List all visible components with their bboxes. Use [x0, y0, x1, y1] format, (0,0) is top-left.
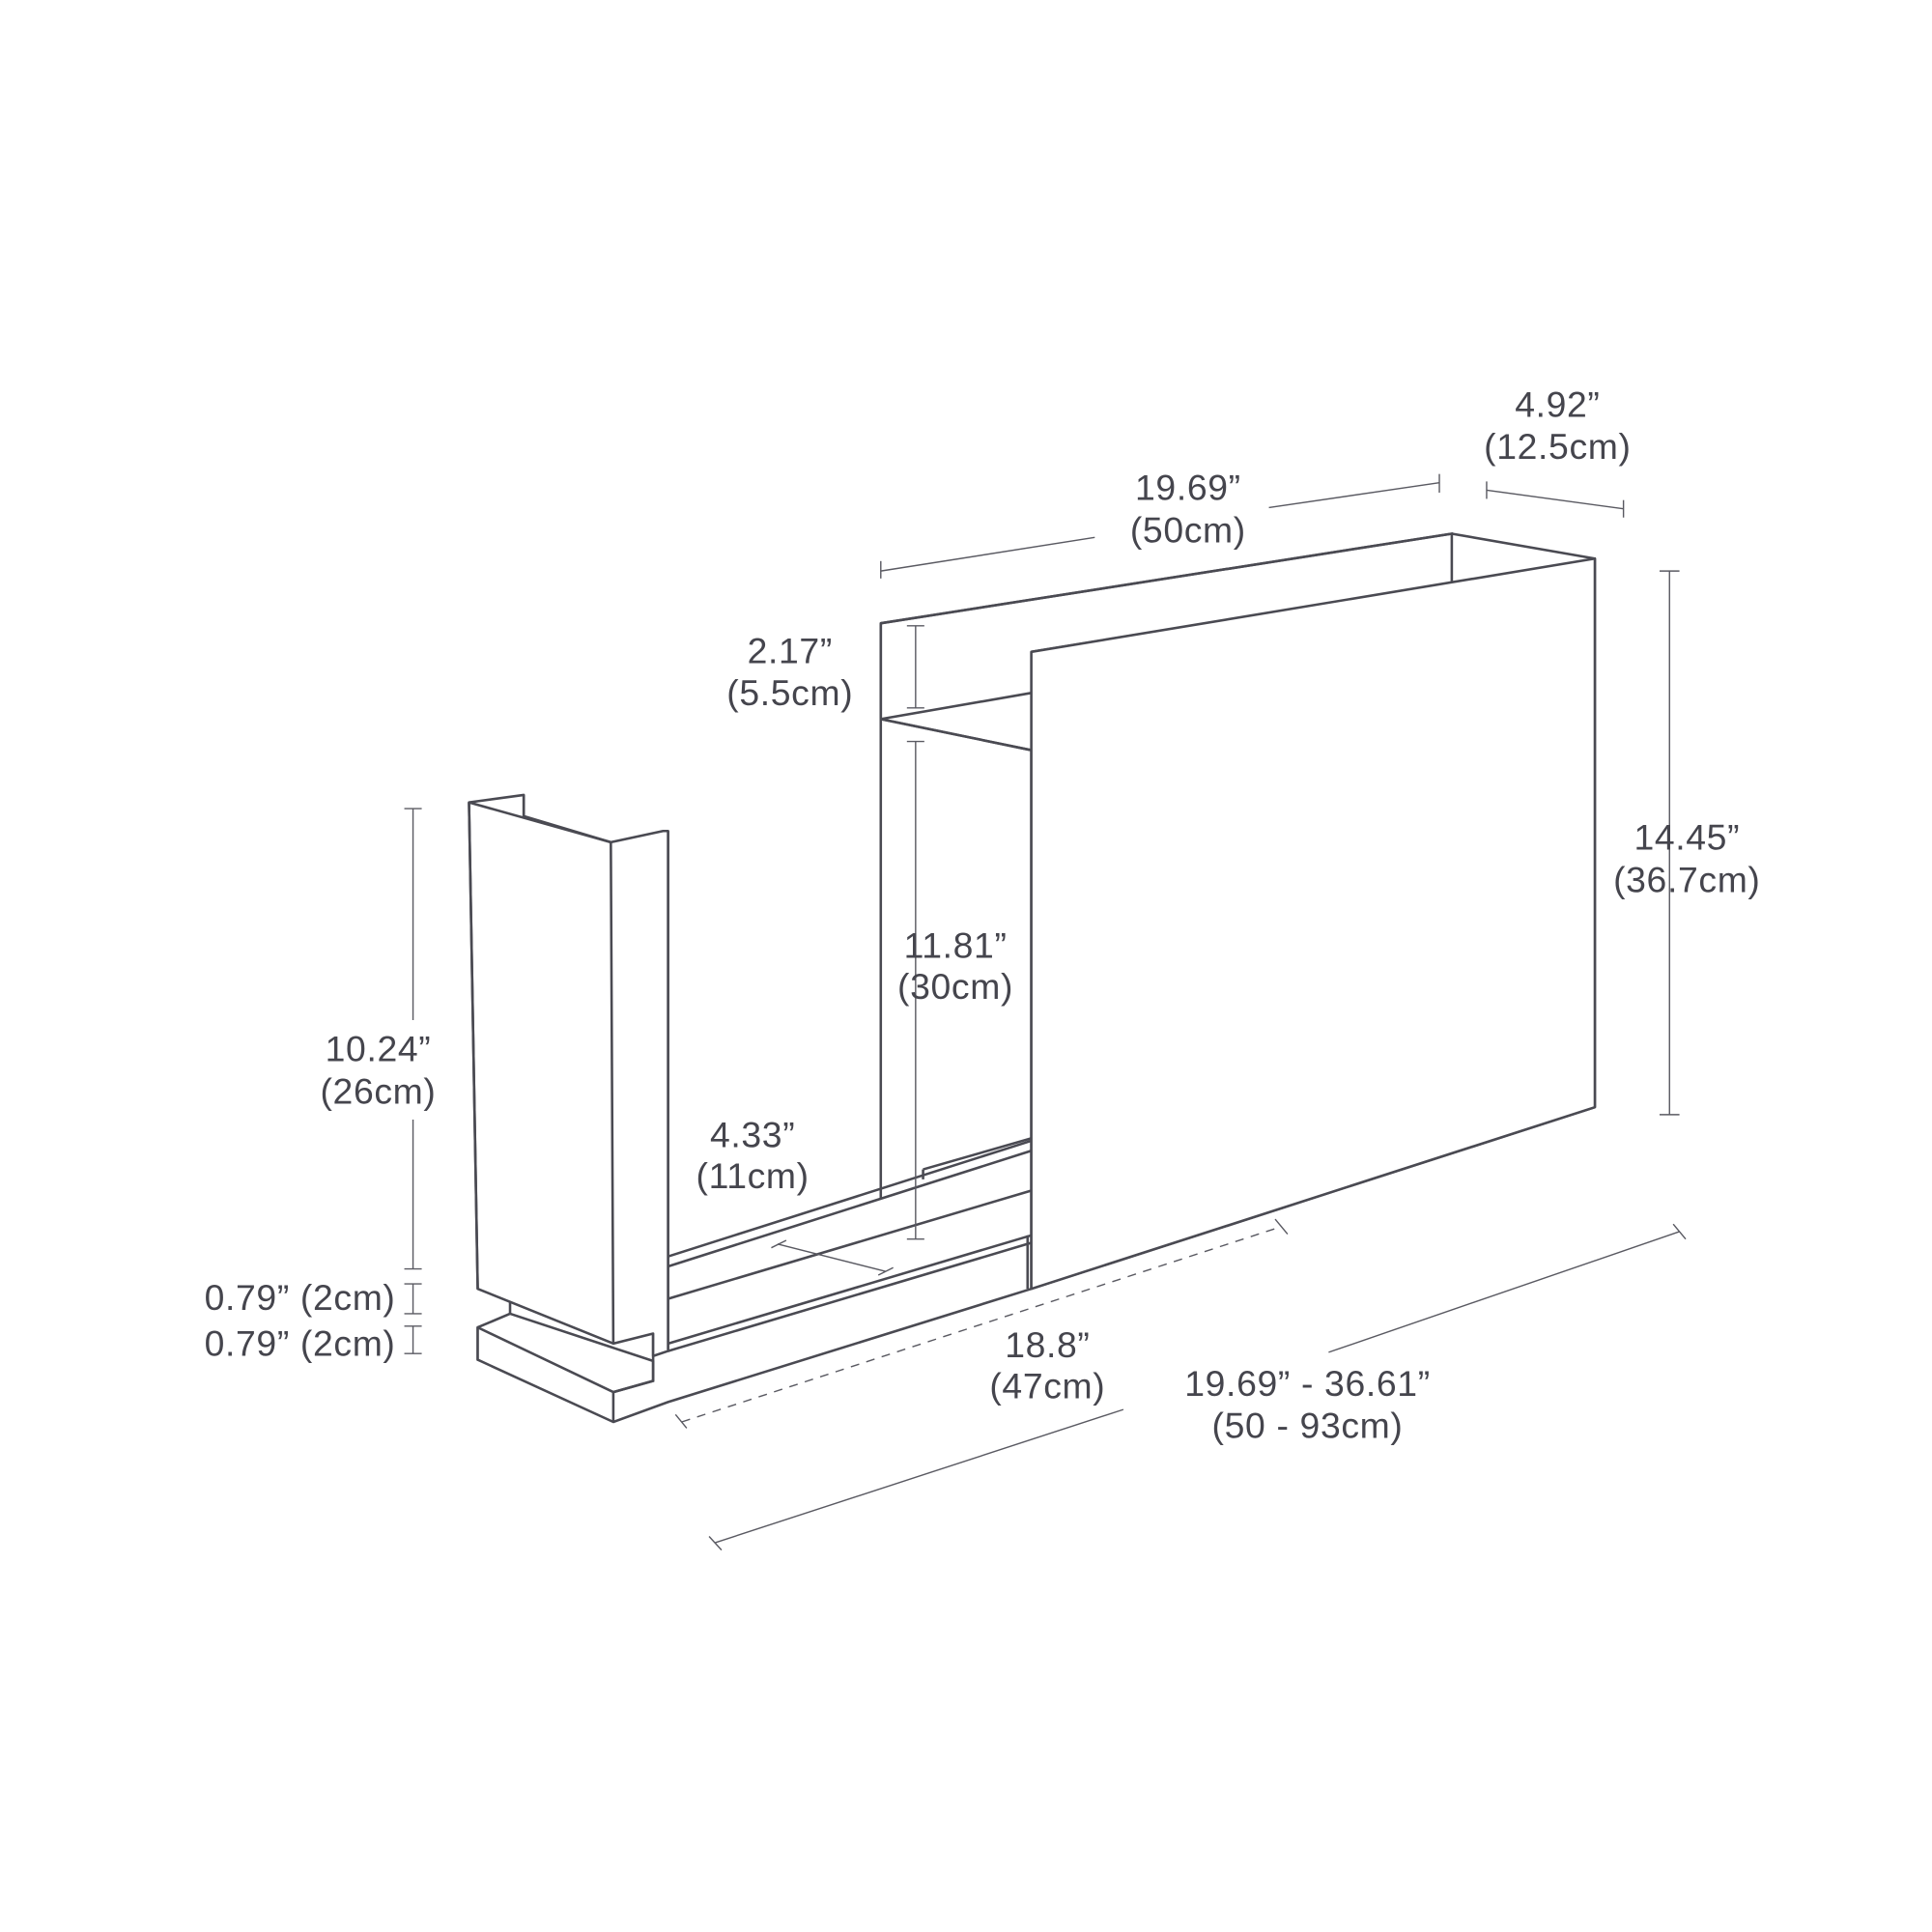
plinth-height-label: 0.79” (2cm): [205, 1323, 396, 1364]
top-depth-metric: (12.5cm): [1484, 426, 1631, 467]
extended-length-metric: (50 - 93cm): [1212, 1406, 1404, 1446]
main-unit: [667, 531, 1597, 1352]
shelf-gap-metric: (5.5cm): [726, 672, 853, 713]
inner-length-imperial: 18.8”: [1005, 1324, 1090, 1365]
inner-height-metric: (30cm): [897, 966, 1013, 1007]
overall-height-metric: (36.7cm): [1613, 859, 1760, 899]
top-length-metric: (50cm): [1130, 509, 1246, 550]
end-panel-height-imperial: 10.24”: [326, 1029, 432, 1069]
end-panel: [468, 793, 1032, 1424]
top-length-imperial: 19.69”: [1135, 468, 1241, 508]
extended-length-imperial: 19.69” - 36.61”: [1184, 1363, 1431, 1404]
inner-length-metric: (47cm): [989, 1366, 1105, 1406]
inner-height-imperial: 11.81”: [904, 925, 1008, 966]
overall-height-imperial: 14.45”: [1634, 817, 1740, 858]
dimension-labels: 19.69” (50cm) 4.92” (12.5cm) 2.17” (5.5c…: [205, 384, 1760, 1446]
dimension-lines: [404, 473, 1687, 1551]
inner-depth-metric: (11cm): [696, 1155, 810, 1196]
shelf-gap-imperial: 2.17”: [748, 630, 833, 670]
inner-depth-imperial: 4.33”: [710, 1114, 795, 1154]
plinth-gap-label: 0.79” (2cm): [205, 1277, 396, 1318]
end-panel-height-metric: (26cm): [320, 1070, 436, 1111]
top-depth-imperial: 4.92”: [1515, 384, 1600, 424]
